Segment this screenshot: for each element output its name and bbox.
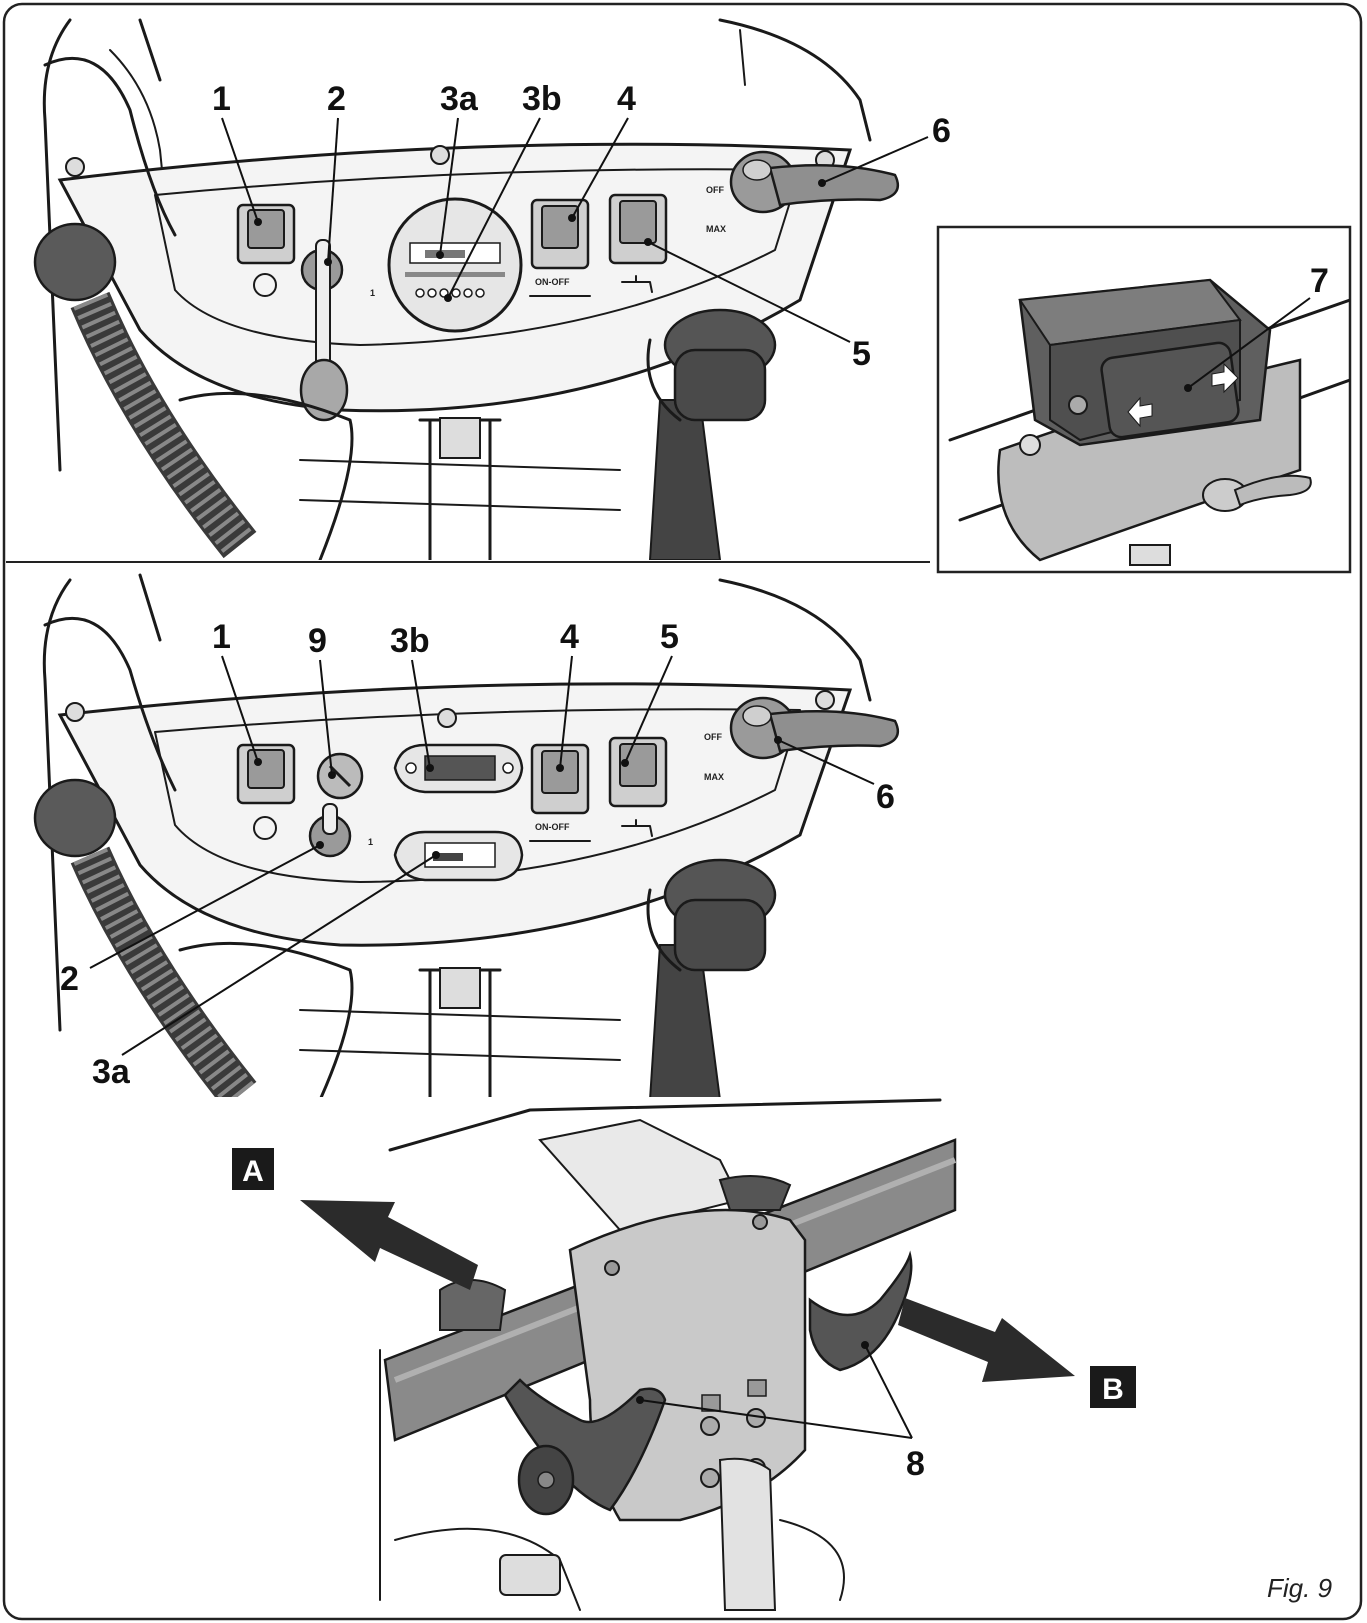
tap-icon: [621, 275, 653, 293]
corrugated-hose: [70, 291, 257, 559]
arrow-right-icon: [1211, 362, 1239, 394]
callout-2: 2: [327, 80, 346, 118]
panel-screw: [437, 708, 457, 728]
clamp-lever-right: [808, 1250, 913, 1372]
tap-off-label: OFF: [704, 732, 722, 742]
panel-screw: [65, 702, 85, 722]
tap-icon: [621, 819, 653, 837]
solution-tap-lever: OFF MAX: [704, 696, 900, 782]
top-control-panel-illustration: 1 ON-OFF: [33, 18, 900, 560]
fan-icon: [253, 816, 277, 840]
middle-callouts: 1 9 3b 4 5 6 2 3a: [60, 618, 895, 1091]
hour-meter-battery-indicator: [387, 197, 523, 333]
vacuum-switch: [236, 743, 296, 840]
middle-control-panel-illustration: 1 ON-OFF OFF MAX: [33, 573, 900, 1097]
tap-max-label: MAX: [704, 772, 724, 782]
fan-icon: [253, 273, 277, 297]
callout-5: 5: [852, 335, 871, 373]
hour-meter: [393, 830, 524, 882]
tap-off-label: OFF: [706, 185, 724, 195]
callout-4: 4: [560, 618, 579, 656]
callout-9: 9: [308, 622, 327, 660]
callout-6: 6: [932, 112, 951, 150]
panel-screw: [430, 145, 450, 165]
figure-label: Fig. 9: [1267, 1573, 1332, 1603]
svg-text:B: B: [1102, 1373, 1124, 1406]
handle-grip: [33, 222, 117, 302]
brush-switch-label: ON-OFF: [535, 277, 570, 287]
callout-2: 2: [60, 960, 79, 998]
callout-3a: 3a: [92, 1053, 131, 1091]
callout-3b: 3b: [522, 80, 562, 118]
key-position-label: 1: [370, 288, 375, 298]
brush-switch: ON-OFF: [529, 743, 591, 842]
callout-1: 1: [212, 618, 231, 656]
brush-switch-label: ON-OFF: [535, 822, 570, 832]
solution-switch: [608, 193, 668, 293]
callout-6: 6: [876, 778, 895, 816]
arrow-a-icon: [300, 1200, 478, 1290]
tap-max-label: MAX: [706, 224, 726, 234]
key-position-label: 1: [368, 837, 373, 847]
vacuum-switch: [236, 203, 296, 297]
inset-direction-switch-illustration: [948, 278, 1350, 566]
callout-5: 5: [660, 618, 679, 656]
clamp-lever-left: [503, 1378, 667, 1512]
solution-tap-lever: OFF MAX: [706, 150, 900, 234]
solution-tube: [646, 308, 777, 560]
callout-3b: 3b: [390, 622, 430, 660]
callout-7: 7: [1310, 262, 1329, 300]
direction-switch: [1018, 278, 1272, 447]
battery-indicator: [393, 743, 524, 794]
panel-screw: [815, 690, 835, 710]
callout-4: 4: [617, 80, 636, 118]
svg-text:A: A: [242, 1155, 264, 1188]
panel-screw: [65, 157, 85, 177]
top-callouts: 1 2 3a 3b 4 5 6: [212, 80, 951, 373]
brush-pressure-knob: [316, 752, 364, 800]
arrow-left-icon: [1127, 396, 1153, 428]
direction-label-a: A: [232, 1148, 274, 1190]
handle-grip: [33, 778, 117, 858]
callout-3a: 3a: [440, 80, 479, 118]
key-switch: 1: [299, 239, 375, 422]
callout-1: 1: [212, 80, 231, 118]
callout-8: 8: [906, 1445, 925, 1483]
direction-label-b: B: [1090, 1366, 1136, 1408]
arrow-b-icon: [898, 1298, 1075, 1382]
solution-tube: [646, 858, 777, 1097]
handlebar-adjustment-illustration: [379, 1098, 957, 1611]
